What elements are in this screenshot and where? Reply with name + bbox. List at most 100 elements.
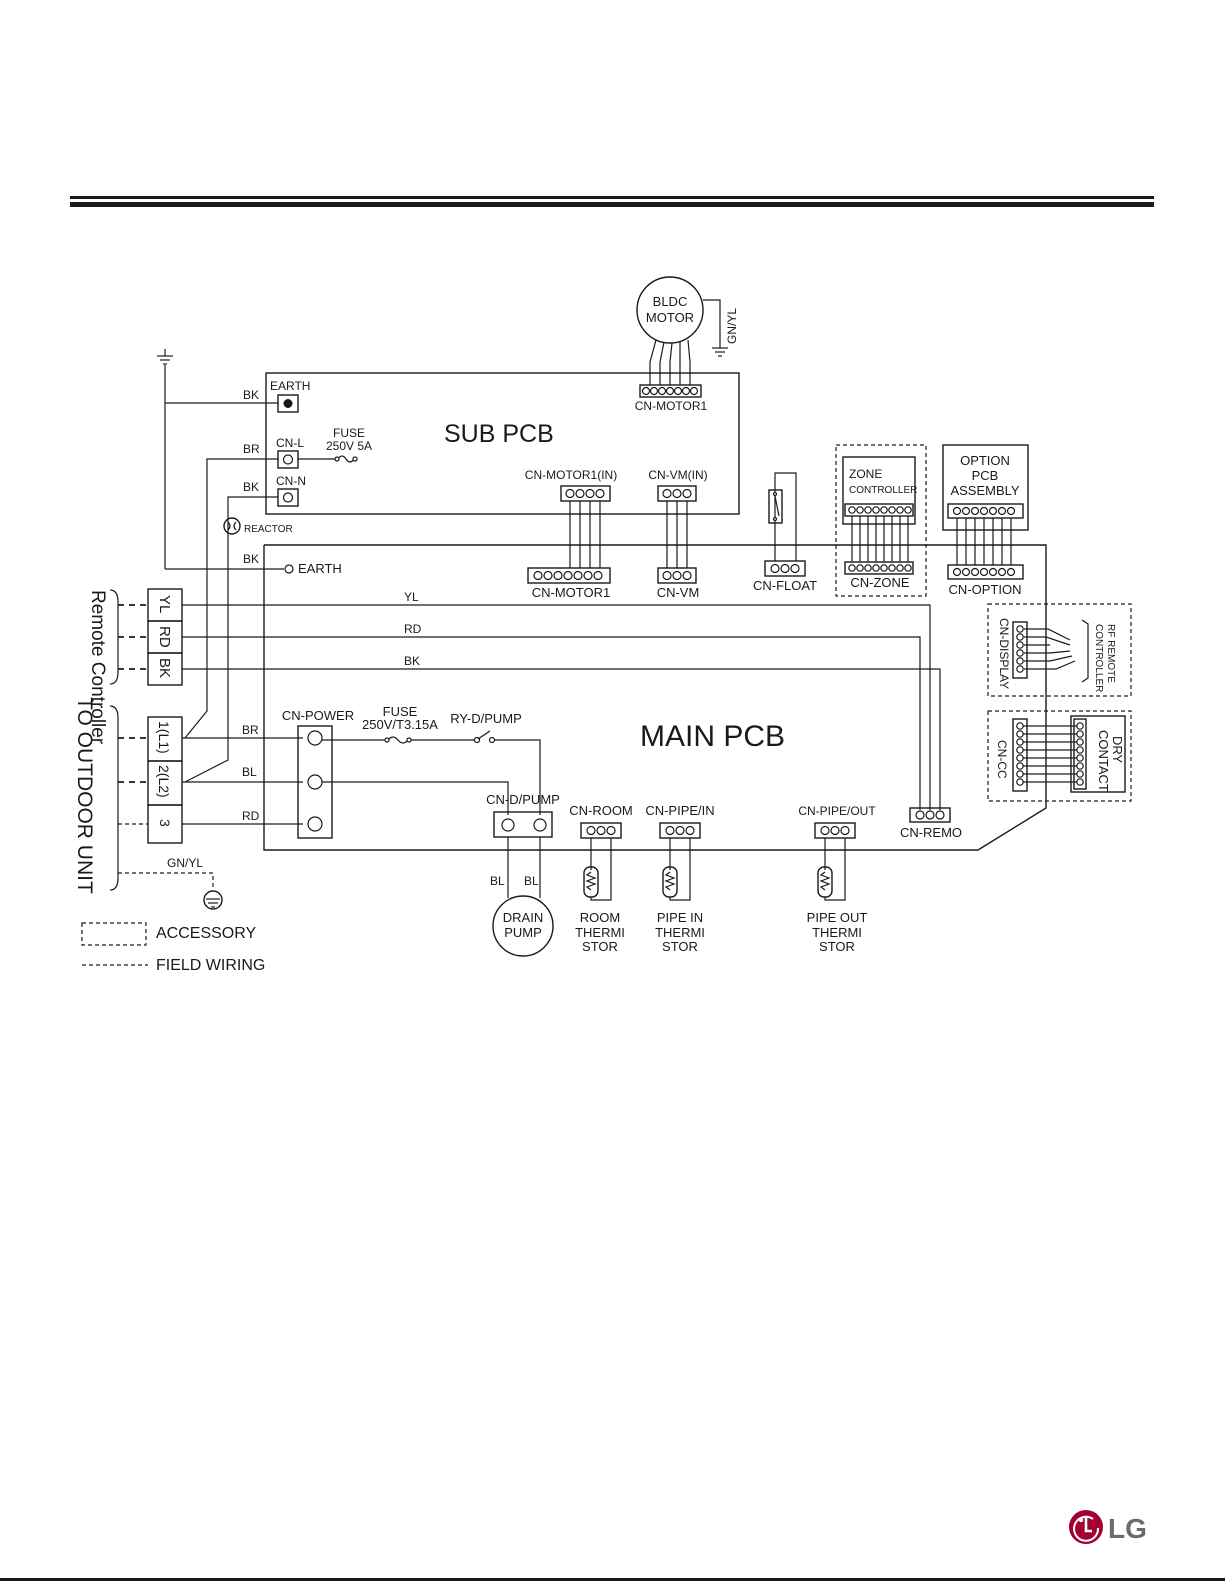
rf-remote-wires (1024, 628, 1076, 670)
motor-gnyl-label: GN/YL (725, 308, 739, 344)
zone-controller-label-1: ZONE (849, 467, 882, 481)
dry-contact-label-2: CONTACT (1096, 730, 1111, 792)
cn-pipe-out-connector (814, 822, 856, 839)
motor1-bundle (569, 501, 601, 568)
cn-motor1-in-label: CN-MOTOR1(IN) (525, 468, 617, 482)
dry-contact-box (1070, 715, 1126, 793)
cn-pipe-in-label: CN-PIPE/IN (645, 803, 714, 818)
cn-motor1-in-connector (560, 485, 611, 502)
cn-float-connector (764, 560, 806, 577)
wire-label-bk4: BK (404, 654, 420, 668)
to-outdoor-unit-label: TO OUTDOOR UNIT (73, 697, 96, 894)
legend-accessory-swatch (81, 922, 147, 946)
lg-logo-text: LG (1108, 1513, 1147, 1544)
legend-accessory-label: ACCESSORY (156, 925, 257, 942)
main-pcb-board (263, 544, 1047, 851)
drain-pump-label-1: DRAIN (503, 910, 543, 925)
vm-bundle (666, 501, 688, 568)
zone-controller-connector (844, 503, 914, 517)
cn-pipe-out-label: CN-PIPE/OUT (798, 804, 876, 818)
cn-vm-label: CN-VM (657, 585, 700, 600)
option-pcb-label-2: PCB (972, 468, 999, 483)
reactor-symbol (223, 517, 241, 535)
room-thermistor (583, 866, 599, 898)
motor-wires (649, 339, 691, 385)
cn-display-connector (1012, 621, 1028, 679)
pipe-out-thermistor-label-3: STOR (819, 939, 855, 954)
option-pcb-label-3: ASSEMBLY (950, 483, 1019, 498)
fuse-sub-symbol (337, 455, 355, 463)
cn-display-label: CN-DISPLAY (997, 618, 1011, 689)
lg-logo: LG (1069, 1510, 1147, 1544)
remote-rd-wire (182, 636, 921, 810)
cn-power-label: CN-POWER (282, 708, 354, 723)
bldc-motor-label-1: BLDC (653, 294, 688, 309)
wire-label-bk2: BK (243, 480, 259, 494)
pipe-in-thermistor-label-3: STOR (662, 939, 698, 954)
cn-cc-label: CN-CC (995, 740, 1009, 779)
wire-label-br1: BR (243, 442, 260, 456)
terminal-yl-label: YL (156, 595, 173, 613)
fuse-main-symbol (387, 736, 409, 744)
terminal-bk-label: BK (156, 658, 173, 678)
cn-zone-label: CN-ZONE (850, 575, 910, 590)
cn-float-label: CN-FLOAT (753, 578, 817, 593)
ry-pump-label: RY-D/PUMP (450, 711, 522, 726)
sub-pcb-label: SUB PCB (444, 420, 554, 448)
rf-remote-label-1: RF REMOTE (1105, 624, 1116, 683)
wire-label-rd2: RD (242, 809, 260, 823)
cn-motor1-sub-label: CN-MOTOR1 (635, 399, 708, 413)
cn-l-label: CN-L (276, 436, 304, 450)
rf-remote-label-2: CONTROLLER (1093, 624, 1104, 692)
drain-pump (492, 895, 554, 957)
cn-n-label: CN-N (276, 474, 306, 488)
bldc-motor-label-2: MOTOR (646, 310, 694, 325)
header-rule-bottom (70, 202, 1154, 207)
fuse-sub-label-1: FUSE (333, 426, 365, 440)
fuse-main-label-1: FUSE (383, 704, 418, 719)
fuse-sub-label-2: 250V 5A (326, 439, 372, 453)
zone-controller-box (842, 456, 916, 525)
outdoor-ground-symbol (203, 890, 223, 910)
remote-yl-wire (182, 604, 931, 810)
wire-label-bl-pump1: BL (490, 874, 505, 888)
cn-room-label: CN-ROOM (569, 803, 633, 818)
terminal-rd-label: RD (156, 626, 173, 648)
main-pcb-label: MAIN PCB (640, 720, 785, 753)
br-wire-sub (184, 458, 278, 739)
option-pcb-label-1: OPTION (960, 453, 1010, 468)
display-accessory-outline (987, 603, 1132, 697)
dry-contact-accessory-outline (987, 710, 1132, 802)
cn-option-label: CN-OPTION (949, 582, 1022, 597)
bk-wire-sub (184, 496, 278, 783)
bldc-motor (636, 276, 704, 344)
pipe-out-thermistor-label-1: PIPE OUT (807, 910, 868, 925)
pipe-in-thermistor-label-1: PIPE IN (657, 910, 703, 925)
cn-zone-connector (844, 561, 914, 575)
wire-label-bl: BL (242, 765, 257, 779)
terminal-l2-label: 2(L2) (156, 765, 172, 798)
cn-remo-connector (909, 807, 951, 823)
legend-field-wiring-label: FIELD WIRING (156, 957, 265, 974)
cn-pipe-in-connector (659, 822, 701, 839)
cn-motor1-main-label: CN-MOTOR1 (532, 585, 610, 600)
footer-rule (0, 1578, 1225, 1581)
zone-controller-label-2: CONTROLLER (849, 485, 917, 496)
terminal-l1-label: 1(L1) (156, 721, 172, 754)
cn-dpump-label: CN-D/PUMP (486, 792, 560, 807)
drain-pump-label-2: PUMP (504, 925, 542, 940)
fuse-main-label-2: 250V/T3.15A (362, 717, 438, 732)
float-switch (768, 489, 783, 524)
cn-motor1-main-connector (527, 567, 611, 584)
cn-option-connector (947, 564, 1024, 580)
wire-label-gnyl: GN/YL (167, 856, 203, 870)
cn-dpump-connector (493, 811, 553, 838)
room-thermistor-label-2: THERMI (575, 925, 625, 940)
remote-controller-label: Remote Controller (87, 590, 108, 745)
wire-label-yl: YL (404, 590, 419, 604)
cn-motor1-sub-pins (641, 386, 699, 396)
zone-accessory-outline (835, 444, 927, 597)
wire-label-br2: BR (242, 723, 259, 737)
header-rule-top (70, 196, 1154, 199)
